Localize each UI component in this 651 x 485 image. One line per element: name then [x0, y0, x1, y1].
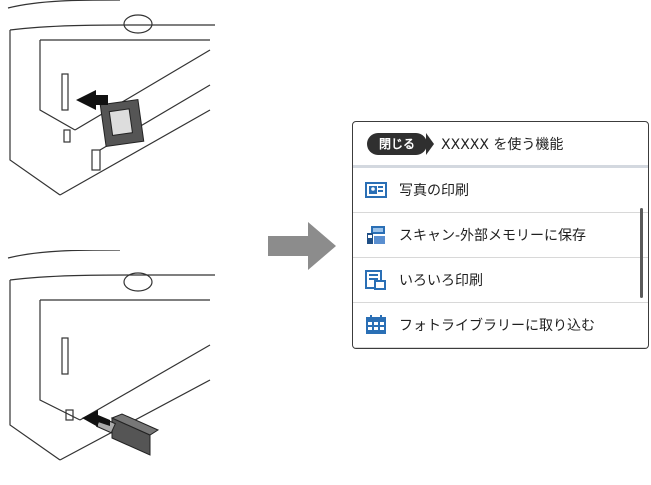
feature-menu: 写真の印刷 スキャン-外部メモリーに保存 いろいろ印刷	[353, 168, 648, 348]
various-print-icon	[365, 270, 386, 290]
printer-usb-port-illustration	[7, 250, 215, 461]
memory-card-icon	[99, 98, 145, 148]
menu-item-photo-print[interactable]: 写真の印刷	[353, 168, 648, 213]
menu-item-label: フォトライブラリーに取り込む	[399, 318, 595, 334]
photo-print-icon	[365, 182, 387, 198]
menu-item-scan-to-memory[interactable]: スキャン-外部メモリーに保存	[353, 213, 648, 258]
panel-header: 閉じる XXXXX を使う機能	[353, 122, 648, 168]
menu-item-label: 写真の印刷	[399, 183, 469, 199]
close-button[interactable]: 閉じる	[367, 132, 435, 155]
menu-item-various-print[interactable]: いろいろ印刷	[353, 258, 648, 303]
right-arrow-icon	[268, 222, 336, 270]
menu-item-label: いろいろ印刷	[399, 273, 483, 289]
scan-to-memory-icon	[367, 226, 385, 244]
scrollbar[interactable]	[640, 208, 643, 298]
features-panel: 閉じる XXXXX を使う機能 写真の印刷 スキャン-外部メモリーに保存	[352, 121, 649, 349]
photo-library-icon	[366, 315, 386, 334]
panel-title: XXXXX を使う機能	[441, 136, 564, 153]
menu-item-label: スキャン-外部メモリーに保存	[399, 228, 587, 244]
menu-item-photo-library[interactable]: フォトライブラリーに取り込む	[353, 303, 648, 348]
printer-card-slot-illustration	[7, 0, 215, 196]
